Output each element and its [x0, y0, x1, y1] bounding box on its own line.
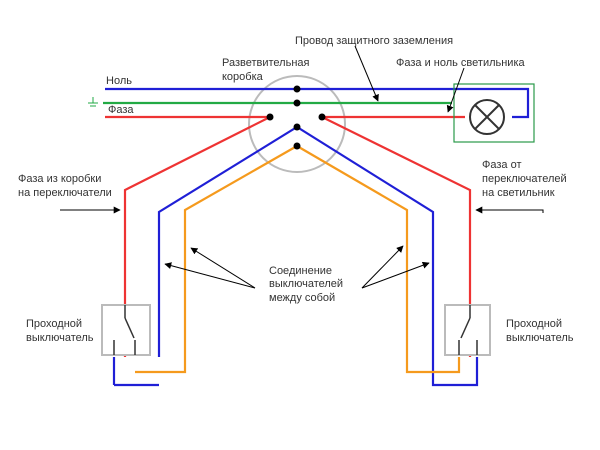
phase-to-lamp-label-1: Фаза от: [482, 159, 522, 171]
phase-from-box-label-2: на переключатели: [18, 187, 112, 199]
junction-dot: [293, 99, 301, 107]
right-traveler-drop: [296, 145, 461, 374]
interconnect-label-1: Соединение: [269, 265, 332, 277]
arrow-right-phase: [475, 206, 544, 214]
phase-label: Фаза: [108, 104, 134, 116]
junction-box-label-2: коробка: [222, 71, 264, 83]
lamp-wires-label: Фаза и ноль светильника: [396, 57, 526, 69]
arrow-interconnect-2: [164, 262, 256, 289]
arrow-interconnect-1: [190, 247, 256, 289]
phase-to-lamp-label-3: на светильник: [482, 187, 555, 199]
junction-dot: [266, 113, 274, 121]
left-phase-drop: [123, 116, 271, 357]
lamp-frame: [453, 83, 535, 143]
junction-dot: [293, 85, 301, 93]
left-switch-label-2: выключатель: [26, 332, 94, 344]
left-switch-label-1: Проходной: [26, 318, 82, 330]
arrow-lamp: [446, 67, 465, 113]
phase-from-box-label-1: Фаза из коробки: [18, 173, 101, 185]
lamp-icon: [469, 99, 505, 135]
right-phase-drop: [321, 116, 472, 357]
junction-dot: [293, 142, 301, 150]
right-switch: [444, 304, 491, 356]
junction-dot: [293, 123, 301, 131]
junction-box: [248, 75, 346, 173]
ground-icon: [88, 97, 98, 107]
left-traveler-drop: [135, 145, 298, 374]
right-switch-label-1: Проходной: [506, 318, 562, 330]
interconnect-label-2: выключателей: [269, 278, 343, 290]
neutral-label: Ноль: [106, 75, 132, 87]
phase-to-lamp-label-2: переключателей: [482, 173, 567, 185]
right-switch-label-2: выключатель: [506, 332, 574, 344]
left-neutral-drop: [157, 126, 298, 357]
arrow-ground: [354, 45, 379, 102]
ground-wire-label: Провод защитного заземления: [295, 35, 453, 47]
arrow-interconnect-4: [361, 261, 430, 289]
arrow-interconnect-3: [361, 245, 404, 289]
interconnect-label-3: между собой: [269, 292, 335, 304]
left-switch: [101, 304, 151, 356]
right-neutral-drop: [296, 126, 479, 387]
neutral-wire: [105, 87, 530, 119]
junction-box-label-1: Разветвительная: [222, 57, 310, 69]
junction-dot: [318, 113, 326, 121]
